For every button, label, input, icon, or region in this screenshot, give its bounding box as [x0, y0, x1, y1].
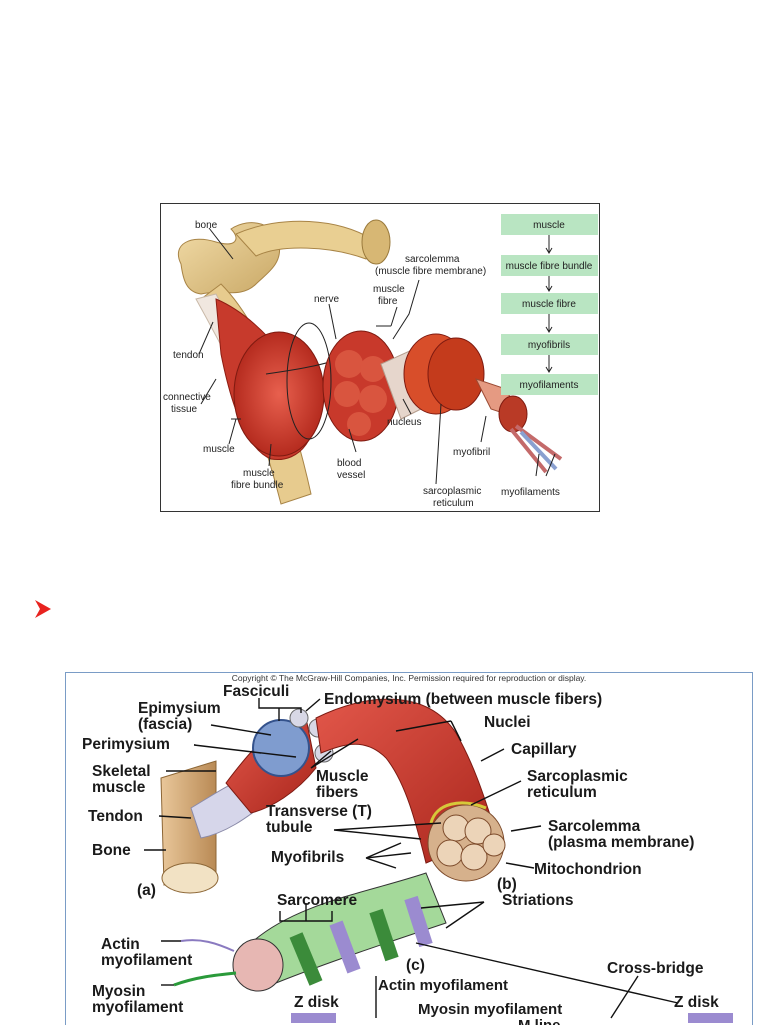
myofilaments-shape — [511, 426, 561, 472]
label-muscle-fibers-2: fibers — [316, 784, 358, 801]
muscle-structure-illustration: bone tendon connective tissue muscle mus… — [161, 204, 599, 511]
flow-label-muscle: muscle — [533, 220, 565, 231]
label-actin-myofilament: Actin myofilament — [378, 977, 508, 994]
label-bone: bone — [195, 220, 218, 231]
label-myofibrils: Myofibrils — [271, 849, 344, 866]
label-myosin-1: Myosin — [92, 983, 145, 1000]
label-z-disk-right: Z disk — [674, 994, 719, 1011]
label-skeletal-muscle-2: muscle — [92, 779, 146, 796]
label-perimysium: Perimysium — [82, 736, 170, 753]
muscle-fibre-shape — [381, 334, 484, 419]
label-sarcoplasmic-reticulum-1: Sarcoplasmic — [527, 768, 628, 785]
label-bone: Bone — [92, 842, 131, 859]
label-sarcolemma-2: (muscle fibre membrane) — [375, 266, 486, 277]
label-muscle-fibre-bundle-2: fibre bundle — [231, 480, 284, 491]
label-muscle: muscle — [203, 444, 235, 455]
label-z-disk-left: Z disk — [294, 994, 339, 1011]
label-sarcolemma-1: Sarcolemma — [548, 818, 641, 835]
skeletal-muscle-illustration: Copyright © The McGraw-Hill Companies, I… — [66, 673, 752, 1025]
label-c: (c) — [406, 957, 425, 974]
label-sarcolemma-1: sarcolemma — [405, 254, 460, 265]
label-epimysium-2: (fascia) — [138, 716, 192, 733]
label-tendon: Tendon — [88, 808, 143, 825]
label-muscle-fibre-bundle-1: muscle — [243, 468, 275, 479]
actin-filament-shape — [181, 940, 234, 951]
flow-label-myofilaments: myofilaments — [520, 380, 579, 391]
label-capillary: Capillary — [511, 741, 577, 758]
myosin-filament-shape — [174, 973, 236, 985]
label-connective-tissue-1: connective — [163, 392, 211, 403]
label-sarcoplasmic-reticulum-2: reticulum — [527, 784, 597, 801]
label-fasciculi: Fasciculi — [223, 683, 289, 700]
label-sarcolemma-2: (plasma membrane) — [548, 834, 694, 851]
label-blood-vessel-2: vessel — [337, 470, 365, 481]
label-nerve: nerve — [314, 294, 339, 305]
label-muscle-fibre-1: muscle — [373, 284, 405, 295]
label-connective-tissue-2: tissue — [171, 404, 198, 415]
label-mitochondrion: Mitochondrion — [534, 861, 642, 878]
label-blood-vessel-1: blood — [337, 458, 361, 469]
skeletal-muscle-anatomy-figure: Copyright © The McGraw-Hill Companies, I… — [65, 672, 753, 1025]
label-nucleus: nucleus — [387, 417, 421, 428]
muscle-structure-figure: bone tendon connective tissue muscle mus… — [160, 203, 600, 512]
label-skeletal-muscle-1: Skeletal — [92, 763, 151, 780]
label-muscle-fibre-2: fibre — [378, 296, 398, 307]
label-cross-bridge: Cross-bridge — [607, 960, 704, 977]
flow-label-muscle-fibre: muscle fibre — [522, 299, 576, 310]
label-endomysium: Endomysium (between muscle fibers) — [324, 691, 602, 708]
label-epimysium-1: Epimysium — [138, 700, 221, 717]
label-a: (a) — [137, 882, 156, 899]
label-b: (b) — [497, 876, 517, 893]
label-nuclei: Nuclei — [484, 714, 531, 731]
label-actin-1: Actin — [101, 936, 140, 953]
label-myofibril: myofibril — [453, 447, 490, 458]
copyright-notice: Copyright © The McGraw-Hill Companies, I… — [232, 673, 587, 683]
label-t-tubule-1: Transverse (T) — [266, 803, 372, 820]
arrow-bullet-icon — [33, 598, 53, 620]
label-muscle-fibers-1: Muscle — [316, 768, 369, 785]
label-sarcoplasmic-reticulum-2: reticulum — [433, 498, 474, 509]
label-myosin-myofilament: Myosin myofilament — [418, 1001, 562, 1018]
flow-label-myofibrils: myofibrils — [528, 340, 570, 351]
flow-label-muscle-fibre-bundle: muscle fibre bundle — [506, 261, 593, 272]
label-myofilaments: myofilaments — [501, 487, 560, 498]
hierarchy-flowchart: muscle muscle fibre bundle muscle fibre … — [501, 214, 598, 395]
label-sarcomere: Sarcomere — [277, 892, 358, 909]
label-myosin-2: myofilament — [92, 999, 183, 1016]
label-sarcoplasmic-reticulum-1: sarcoplasmic — [423, 486, 481, 497]
label-striations: Striations — [502, 892, 573, 909]
label-tendon: tendon — [173, 350, 204, 361]
label-t-tubule-2: tubule — [266, 819, 313, 836]
label-actin-2: myofilament — [101, 952, 192, 969]
